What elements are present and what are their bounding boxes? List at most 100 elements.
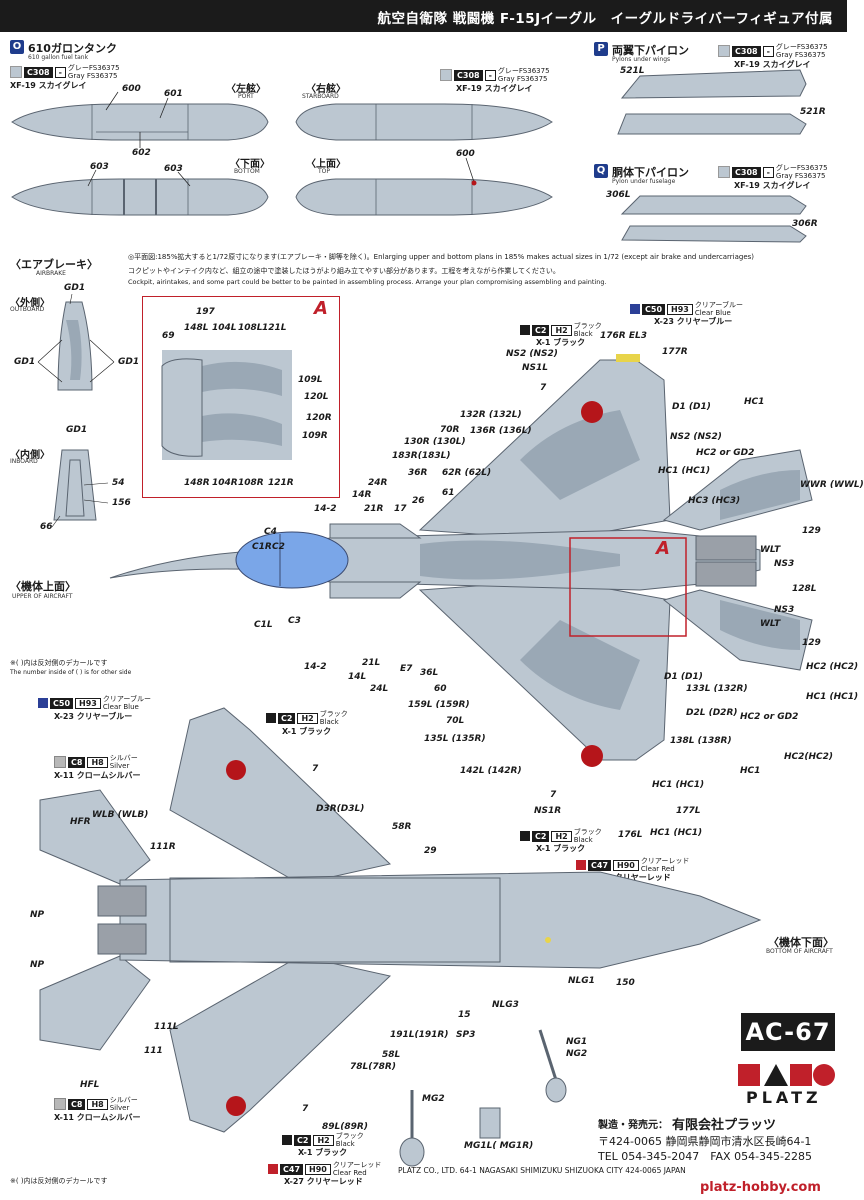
paint-code2: H2 [297,712,318,724]
paint-name-jp: ブラック [573,828,602,836]
tank-port-label: 〈左舷〉 [226,84,266,95]
upper-c3: C3 [288,616,301,626]
lower-fuselage [119,871,762,969]
lower-upper-tail [39,789,151,885]
lower-mg2: MG2 [422,1094,445,1104]
upper-hc1a: HC1 [744,397,765,407]
paint-name-en: Gray FS36375 [775,51,826,59]
tank-part-600: 600 [122,84,141,94]
lower-58l: 58L [382,1050,401,1060]
section-badge-p: P [594,42,608,56]
lower-title-en: BOTTOM OF AIRCRAFT [766,948,833,955]
lower-29: 29 [424,846,437,856]
upper-hc2-c: HC2(HC2) [784,752,834,762]
paint-code2: H2 [551,830,572,842]
detail-a-frame [142,296,340,498]
paint-name-jp: グレーFS36375 [775,43,828,51]
paint-name-jp: ブラック [573,322,602,330]
paint-name-jp: シルバー [109,754,138,762]
pylon-wing-title-en: Pylons under wings [612,56,671,63]
upper-21l: 21L [362,658,381,668]
paint-xf-c2-lower2: X-1 ブラック [298,1148,348,1157]
detail-a-109r: 109R [302,431,328,441]
tank-top-en: TOP [318,168,331,175]
paint-xf-c2-lower: X-1 ブラック [282,727,332,736]
upper-ns2a: NS2 (NS2) [506,349,558,359]
swatch-clear-blue [630,304,640,314]
tank-part-602: 602 [132,148,151,158]
paint-chip-c47-upper: C47 H90 クリアーレッド Clear Red [576,857,689,873]
tank-drawings [11,91,553,216]
paint-code: C2 [532,324,550,336]
tel-fax: TEL 054-345-2047 FAX 054-345-2285 [598,1150,813,1163]
upper-hc1c: HC1 (HC1) [806,692,859,702]
tank-starboard-label: 〈右舷〉 [306,84,346,95]
tank-top-shape [295,178,553,216]
footnote-1: ※( )内は反対側のデカールです [10,659,108,667]
paint-xf-fuse: XF-19 スカイグレイ [734,181,811,190]
maker-name: 有限会社プラッツ [672,1118,777,1133]
paint-code: C2 [278,712,296,724]
upper-hc1b: HC1 (HC1) [658,466,711,476]
swatch-black [282,1135,292,1145]
paint-name-jp: クリアーレッド [640,857,690,865]
header-title: 航空自衛隊 戦闘機 F-15Jイーグル イーグルドライバーフィギュア付属 [377,11,833,27]
detail-a-108l: 108L [238,323,263,333]
pylon-wing-title: 両翼下パイロン [612,44,689,57]
paint-name-en: Black [573,330,593,338]
upper-130r: 130R (130L) [404,437,466,447]
upper-129a: 129 [802,526,821,536]
upper-wwr: WWR (WWL) [800,480,864,490]
upper-7b: 7 [550,790,557,800]
upper-138l: 138L (138R) [670,736,732,746]
paint-code2: H93 [75,697,101,709]
lower-np-b: NP [30,960,45,970]
paint-name-en: Silver [109,1104,130,1112]
upper-177l: 177L [676,806,701,816]
lower-nlg1: NLG1 [568,976,595,986]
swatch-gray [718,166,730,178]
lower-wlb: WLB (WLB) [92,810,149,820]
upper-ns2b: NS2 (NS2) [670,432,722,442]
pylon-fuse-title: 胴体下パイロン [612,166,689,179]
airbrake-outboard-en: OUTBOARD [10,306,45,313]
lower-111l: 111L [154,1022,179,1032]
paint-chip-c8-lower2: C8 H8 シルバー Silver [54,1096,138,1112]
paint-name-en: Gray FS36375 [775,172,826,180]
detail-a-104l: 104L [212,323,237,333]
paint-name-jp: ブラック [335,1132,364,1140]
pylon-306l: 306L [606,190,631,200]
airbrake-part-54: 54 [112,478,125,488]
swatch-clear-red [268,1164,278,1174]
upper-183r: 183R(183L) [392,451,451,461]
upper-title-en: UPPER OF AIRCRAFT [12,593,73,600]
paint-name-en: Gray FS36375 [497,75,548,83]
section-badge-o: O [10,40,24,54]
upper-136r: 136R (136L) [470,426,532,436]
paint-name-en: Black [573,836,593,844]
upper-135l: 135L (135R) [424,734,486,744]
upper-c1l: C1L [254,620,273,630]
lower-nlg3: NLG3 [492,1000,519,1010]
detail-a-108r: 108R [238,478,264,488]
airbrake-inboard: 〈内側〉 [10,450,50,461]
lower-7b: 7 [302,1104,309,1114]
upper-14l: 14L [348,672,367,682]
paint-name-jp: グレーFS36375 [775,164,828,172]
airbrake-gd1-right: GD1 [118,357,140,367]
airbrake-title: 〈エアブレーキ〉 [10,258,98,271]
swatch-silver [54,1098,66,1110]
swatch-gray [10,66,22,78]
upper-132r: 132R (132L) [460,410,522,420]
paint-chip-c50-upper: C50 H93 クリアーブルー Clear Blue [630,301,743,317]
tank-part-601: 601 [164,89,183,99]
lower-np-a: NP [30,910,45,920]
site-url[interactable]: platz-hobby.com [700,1180,821,1195]
tank-top-label: 〈上面〉 [306,159,346,170]
paint-code: C2 [532,830,550,842]
paint-chip-c308-pylon: C308 - グレーFS36375 Gray FS36375 [718,43,828,59]
lower-title: 〈機体下面〉 [768,936,834,949]
lower-7a: 7 [312,764,319,774]
upper-ns3b: NS3 [774,605,795,615]
paint-name-en: Clear Blue [102,703,139,711]
